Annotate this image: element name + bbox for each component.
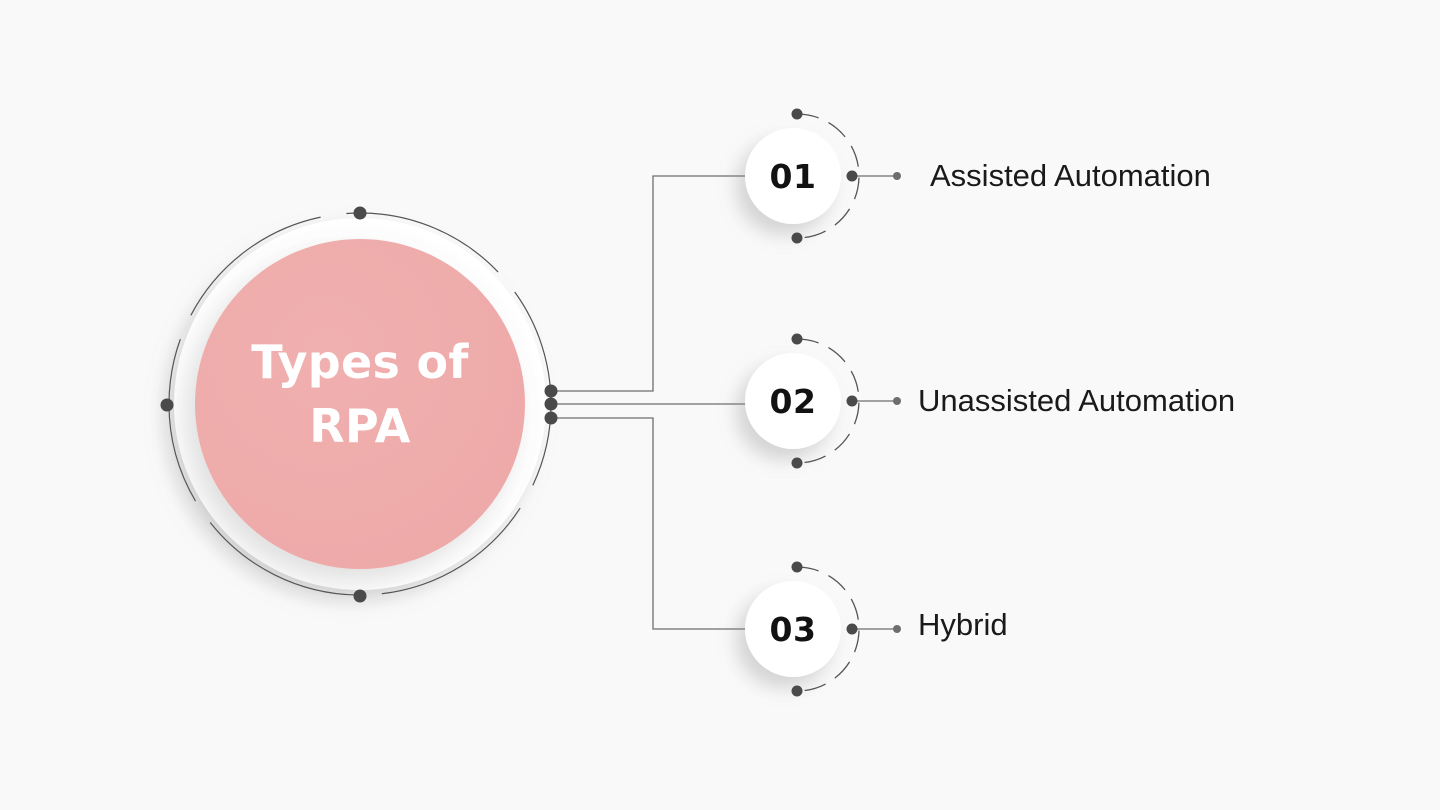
node-group-01[interactable] — [745, 108, 901, 244]
connector-line-01 — [551, 175, 793, 392]
node-arc-dot-right-01 — [846, 170, 858, 182]
node-arc-dot-bottom-01 — [791, 232, 803, 244]
hub-ring-dot-left — [160, 398, 174, 412]
node-group-02[interactable] — [745, 333, 901, 469]
connector-line-03 — [551, 417, 793, 630]
node-label-anchor-dot-02 — [893, 397, 901, 405]
node-label-03: Hybrid — [918, 607, 1008, 642]
node-arc-dot-right-02 — [846, 395, 858, 407]
node-dashed-arc-02 — [796, 338, 860, 464]
node-circle-02[interactable] — [745, 353, 841, 449]
hub-ring-dot-top — [353, 206, 367, 220]
node-circle-03[interactable] — [745, 581, 841, 677]
hub-ring-dot-bottom — [353, 589, 367, 603]
node-circle-01[interactable] — [745, 128, 841, 224]
node-arc-dot-top-01 — [791, 108, 803, 120]
node-number-01: 01 — [769, 157, 817, 196]
node-dashed-arc-01 — [796, 113, 860, 239]
node-label-01: Assisted Automation — [930, 158, 1211, 193]
node-number-03: 03 — [769, 610, 817, 649]
node-label-anchor-dot-03 — [893, 625, 901, 633]
node-arc-dot-top-03 — [791, 561, 803, 573]
node-label-02: Unassisted Automation — [918, 383, 1236, 418]
node-number-02: 02 — [769, 382, 817, 421]
node-dashed-arc-03 — [796, 566, 860, 692]
node-arc-dot-bottom-03 — [791, 685, 803, 697]
node-arc-dot-right-03 — [846, 623, 858, 635]
node-label-anchor-dot-01 — [893, 172, 901, 180]
node-arc-dot-top-02 — [791, 333, 803, 345]
hub-connector-dot-03 — [544, 411, 558, 425]
hub-connector-dot-01 — [544, 384, 558, 398]
node-arc-dot-bottom-02 — [791, 457, 803, 469]
hub-connector-dot-02 — [544, 397, 558, 411]
node-group-03[interactable] — [745, 561, 901, 697]
hub-circle[interactable] — [195, 239, 525, 569]
